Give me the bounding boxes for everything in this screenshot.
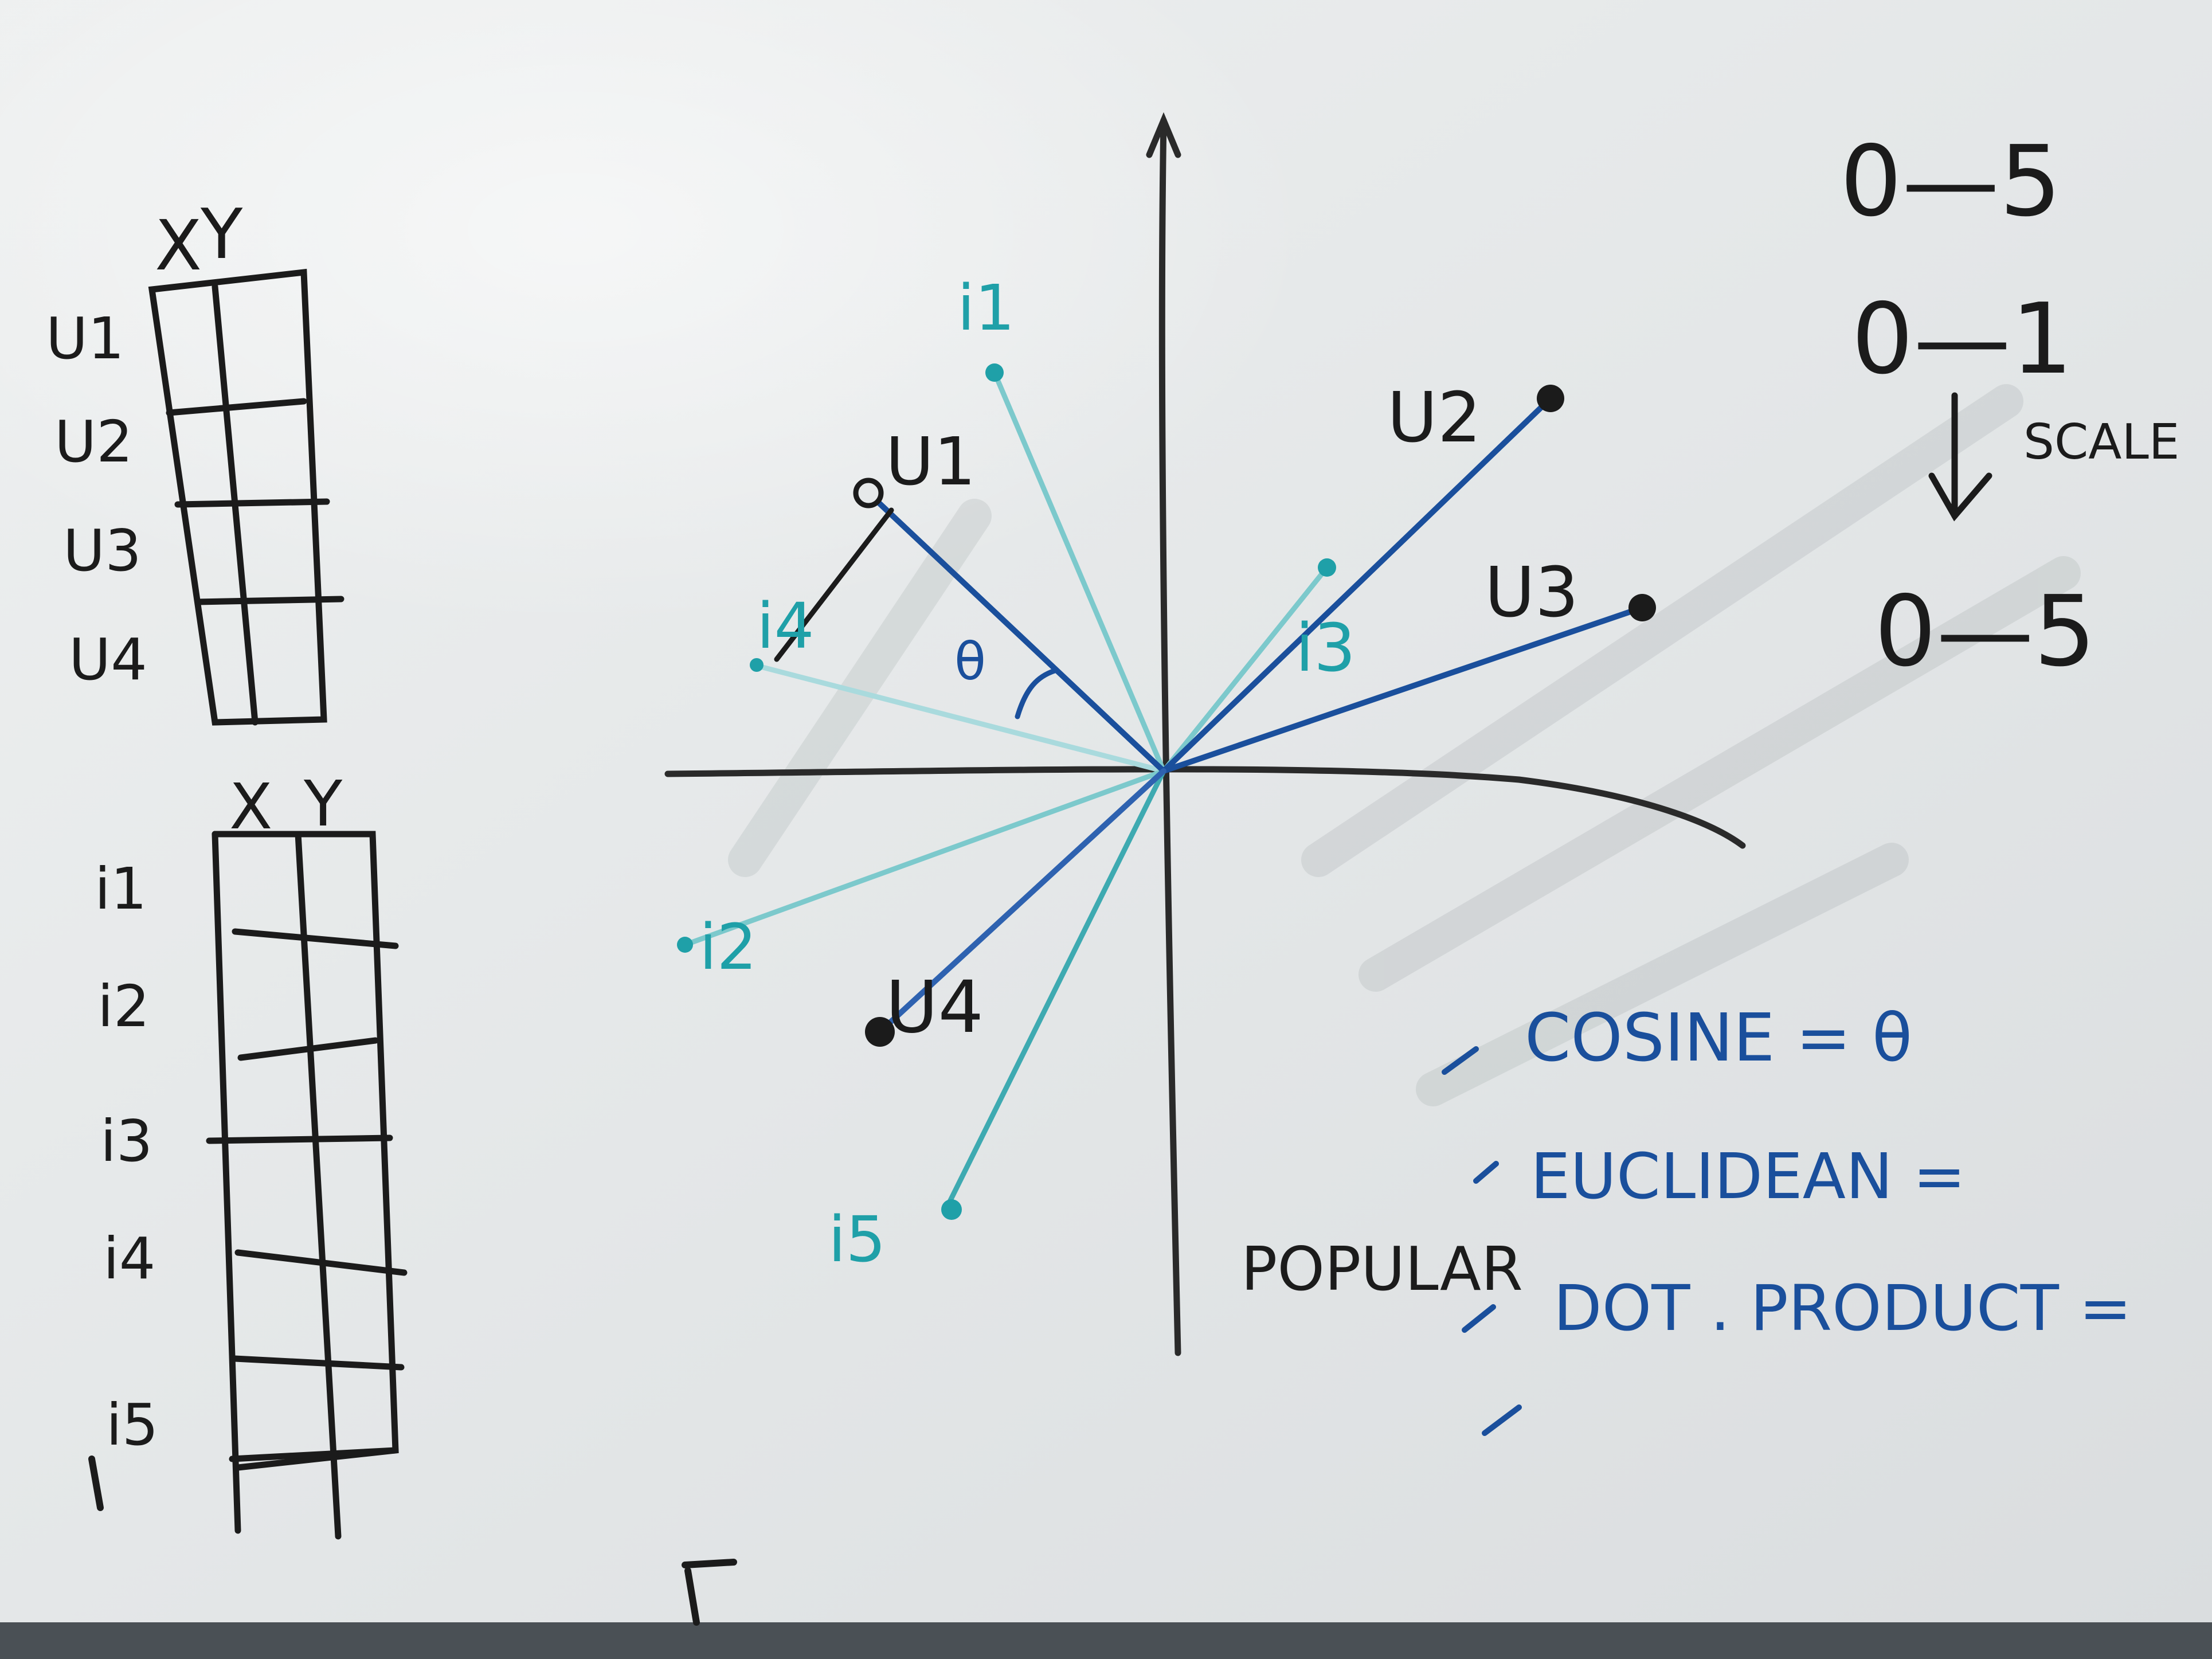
scale-range-b: 0—1 bbox=[1851, 283, 2073, 396]
theta-arc bbox=[1015, 668, 1058, 719]
plot-label-i3: i3 bbox=[1295, 610, 1356, 687]
plot-label-u1: U1 bbox=[886, 424, 976, 500]
item-table-row-i4: i4 bbox=[103, 1225, 155, 1292]
plot-label-i5: i5 bbox=[828, 1203, 886, 1276]
item-point-i2 bbox=[677, 937, 693, 953]
item-table-col-y: Y bbox=[303, 767, 343, 840]
item-table-col-x: X bbox=[229, 770, 272, 843]
plot-label-u4: U4 bbox=[886, 966, 984, 1049]
user-table-col-y: Y bbox=[200, 195, 243, 275]
item-table-row-i5: i5 bbox=[106, 1391, 158, 1458]
item-vector-i1 bbox=[992, 370, 1166, 774]
metric-cosine: COSINE = θ bbox=[1525, 1000, 1912, 1077]
user-table-row-u2: U2 bbox=[54, 408, 133, 475]
plot-label-i1: i1 bbox=[957, 271, 1015, 345]
stray-marks bbox=[88, 1455, 737, 1626]
user-vector-u3 bbox=[1161, 605, 1645, 774]
user-table-row-u4: U4 bbox=[69, 626, 147, 693]
user-table-row-u1: U1 bbox=[46, 305, 124, 372]
plot-vectors bbox=[679, 370, 1645, 1212]
item-point-i1 bbox=[985, 363, 1004, 382]
scale-arrow-label: SCALE bbox=[2023, 414, 2180, 471]
plot-points bbox=[677, 363, 1656, 1220]
user-point-u2 bbox=[1537, 385, 1564, 412]
user-point-u1 bbox=[853, 478, 884, 508]
user-point-u3 bbox=[1628, 594, 1656, 621]
y-axis bbox=[1158, 117, 1181, 1356]
plot-label-u3: U3 bbox=[1485, 553, 1579, 633]
scale-arrow bbox=[1928, 392, 1992, 522]
metric-bullets bbox=[1442, 1046, 1522, 1436]
eraser-smudges bbox=[728, 384, 2081, 1106]
item-vector-i2 bbox=[679, 768, 1166, 949]
board-glare bbox=[0, 0, 1318, 631]
scale-range-c: 0—5 bbox=[1874, 575, 2096, 688]
item-point-i4 bbox=[750, 658, 764, 672]
item-table-row-i3: i3 bbox=[100, 1108, 152, 1175]
x-axis bbox=[664, 766, 1746, 849]
user-table-row-u3: U3 bbox=[63, 517, 142, 584]
y-axis-arrowhead bbox=[1146, 112, 1181, 158]
user-table-col-x: X bbox=[155, 206, 202, 286]
plot-label-i4: i4 bbox=[757, 589, 815, 663]
theta-label: θ bbox=[954, 632, 986, 692]
item-point-i3 bbox=[1318, 558, 1336, 577]
user-vector-u4 bbox=[877, 768, 1166, 1035]
board-frame bbox=[0, 1622, 2212, 1659]
user-table bbox=[148, 268, 344, 726]
metric-dot-product: DOT . PRODUCT = bbox=[1553, 1271, 2132, 1345]
plot-label-i2: i2 bbox=[699, 910, 757, 984]
item-vector-i3 bbox=[1161, 565, 1330, 774]
scale-range-a: 0—5 bbox=[1840, 125, 2061, 238]
item-vector-i5 bbox=[943, 768, 1166, 1212]
plot-label-u2: U2 bbox=[1387, 378, 1481, 458]
item-table-row-i1: i1 bbox=[95, 855, 147, 922]
user-vector-u2 bbox=[1161, 396, 1553, 774]
u1-to-i4-line bbox=[774, 507, 894, 662]
item-table bbox=[206, 831, 408, 1540]
plot-axes bbox=[664, 112, 1746, 1356]
item-point-i5 bbox=[941, 1199, 962, 1220]
metric-euclidean: EUCLIDEAN = bbox=[1530, 1140, 1966, 1213]
item-table-row-i2: i2 bbox=[97, 973, 150, 1040]
user-vector-u1 bbox=[866, 490, 1166, 774]
user-point-u4 bbox=[865, 1017, 895, 1047]
item-vector-i4 bbox=[751, 662, 1166, 774]
metric-popular: POPULAR bbox=[1241, 1234, 1523, 1304]
